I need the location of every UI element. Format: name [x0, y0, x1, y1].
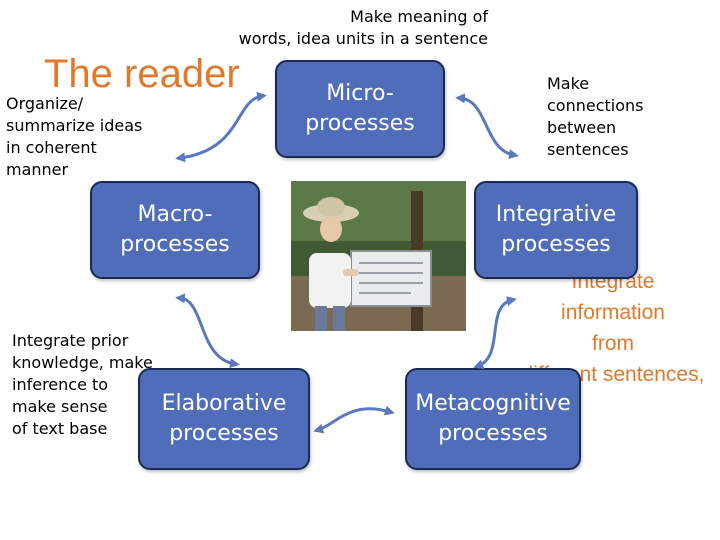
reader-illustration — [291, 181, 466, 331]
arrow-macro-elaborative — [175, 293, 240, 369]
macro-description: Organize/ summarize ideas in coherent ma… — [6, 94, 143, 179]
arrow-elaborative-metacognitive — [313, 405, 395, 434]
arrow-integrative-metacognitive — [473, 296, 517, 369]
integrative-processes-box: Integrative processes — [474, 181, 638, 279]
arrow-micro-macro — [175, 91, 267, 163]
integrative-description: Make connections between sentences — [547, 74, 644, 159]
micro-description: Make meaning of words, idea units in a s… — [238, 7, 488, 48]
arrow-micro-integrative — [455, 93, 519, 160]
metacognitive-processes-box: Metacognitive processes — [405, 368, 581, 470]
macro-processes-box: Macro- processes — [90, 181, 260, 279]
reader-photo — [291, 181, 466, 331]
elaborative-processes-box: Elaborative processes — [138, 368, 310, 470]
page-title: The reader — [44, 52, 240, 96]
micro-processes-box: Micro- processes — [275, 60, 445, 158]
elaborative-description: Integrate prior knowledge, make inferenc… — [12, 331, 153, 438]
